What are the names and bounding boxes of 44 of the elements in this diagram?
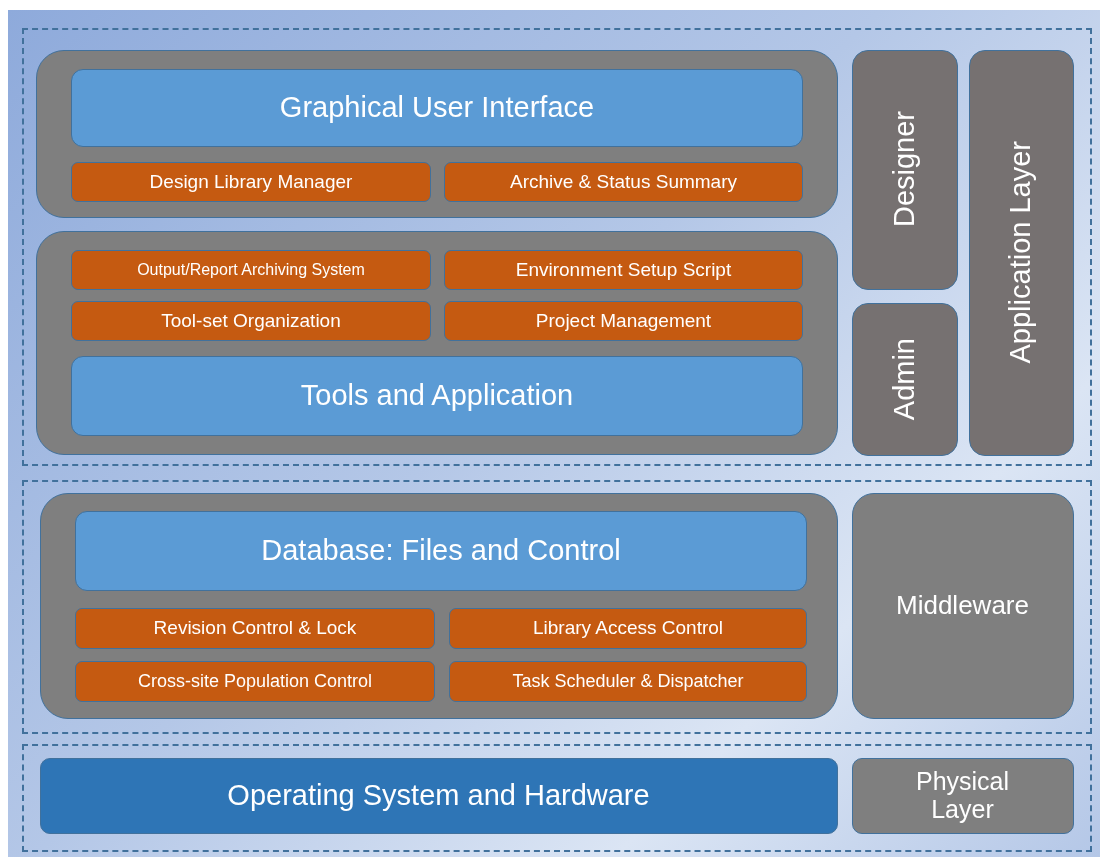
- box-label: Operating System and Hardware: [227, 779, 650, 812]
- dashed-layer-frame: [22, 28, 1092, 466]
- dashed-layer-frame: [22, 744, 1092, 852]
- box-label: Project Management: [535, 310, 712, 332]
- group-panel: [35, 230, 838, 455]
- box-label: Output/Report Archiving System: [137, 261, 365, 279]
- box-label: Database: Files and Control: [261, 535, 621, 567]
- role-box: [968, 49, 1074, 456]
- module-box: [75, 511, 807, 591]
- box-label: Admin: [888, 337, 921, 421]
- box-label: Graphical User Interface: [279, 92, 595, 124]
- component-box: [71, 162, 431, 202]
- component-box: [444, 250, 803, 290]
- layer-box: [851, 492, 1074, 719]
- group-panel: [35, 49, 838, 218]
- box-label: Design Library Manager: [149, 171, 353, 193]
- layer-box: [851, 757, 1074, 834]
- box-label: Archive & Status Summary: [510, 171, 737, 193]
- component-box: [75, 608, 435, 649]
- box-label: Application Layer: [1005, 141, 1037, 364]
- box-label: Environment Setup Script: [515, 259, 732, 281]
- module-box: [71, 69, 803, 147]
- box-label: Library Access Control: [532, 618, 724, 639]
- component-box: [75, 661, 435, 702]
- box-label: Tool-set Organization: [161, 310, 341, 332]
- component-box: [444, 162, 803, 202]
- component-box: [71, 301, 431, 341]
- box-label: Designer: [888, 111, 921, 228]
- component-box: [444, 301, 803, 341]
- box-label: Tools and Application: [300, 380, 574, 412]
- box-label: Cross-site Population Control: [137, 671, 373, 692]
- box-label: Physical Layer: [914, 768, 1011, 823]
- box-label: Task Scheduler & Dispatcher: [512, 671, 744, 692]
- component-box: [449, 608, 807, 649]
- platform-box: [39, 757, 838, 834]
- role-box: [851, 49, 958, 290]
- role-box: [851, 302, 958, 456]
- box-label: Middleware: [896, 591, 1029, 620]
- module-box: [71, 356, 803, 436]
- component-box: [449, 661, 807, 702]
- group-panel: [39, 492, 838, 719]
- box-label: Revision Control & Lock: [153, 618, 357, 639]
- dashed-layer-frame: [22, 480, 1092, 734]
- component-box: [71, 250, 431, 290]
